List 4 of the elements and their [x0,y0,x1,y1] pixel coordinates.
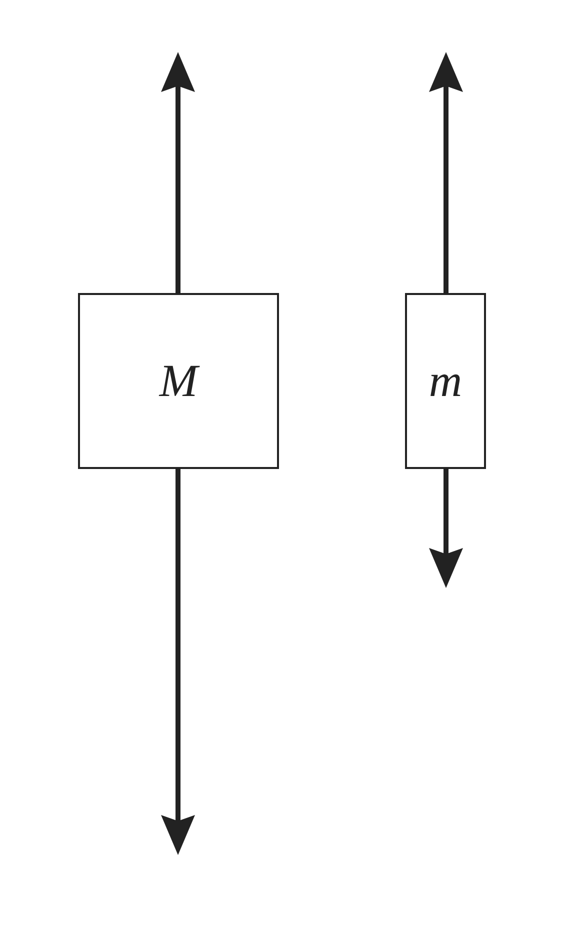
mass-block [78,293,279,469]
mass-block [405,293,486,469]
mass-symbol: m [428,358,462,404]
mass-symbol: M [159,358,198,404]
